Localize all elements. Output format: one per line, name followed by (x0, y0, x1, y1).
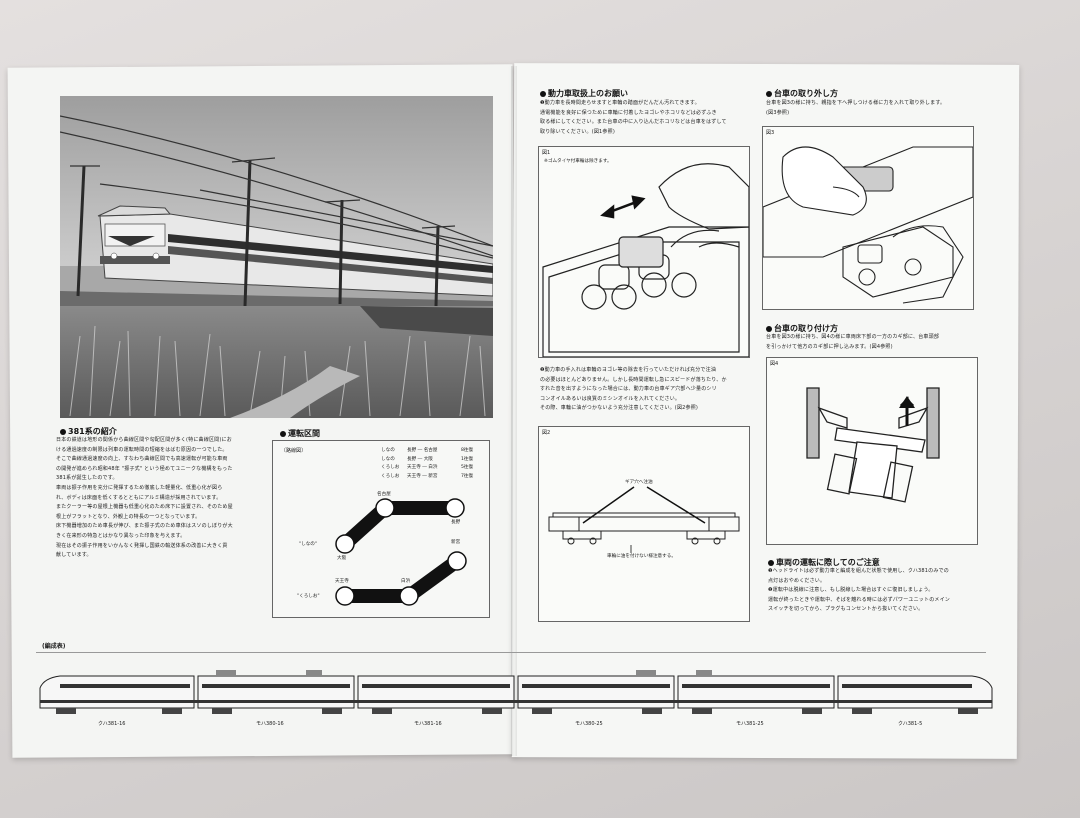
route-name: くろしお (381, 465, 400, 470)
text-line: 根上がフラットとなり、外観上の特長の一つとなっています。 (56, 513, 201, 520)
station-nagano: 長野 (451, 520, 461, 525)
station-nagoya: 名古屋 (377, 492, 391, 497)
text-line: きく在来形の特急とはかなり異なった印象を与えます。 (56, 532, 186, 539)
figure-1: 図1 ※ゴムタイヤ付車輪は除きます。 (538, 146, 750, 358)
route-row: しなの 長野 ― 大阪 1往復 (381, 456, 483, 465)
text-line: 取る様にしてください。また台車の中に入り込んだホコリなどは台車をはずして (540, 119, 727, 126)
route-count: 8往復 (461, 448, 474, 453)
car-name-4: モハ380-25 (575, 721, 603, 727)
route-row: しなの 長野 ― 名古屋 8往復 (381, 447, 483, 456)
figure-1-note: ※ゴムタイヤ付車輪は除きます。 (544, 159, 612, 164)
text-line: の開発が進められ昭和48年 "振子式" という極めてユニークな機構をもった (56, 465, 233, 472)
text-line: 床下機器増加のため車長が伸び、また振子式のため車体はスソのしぼりが大 (56, 523, 233, 530)
figure-3-number: 図3 (766, 130, 775, 136)
station-osaka: 大阪 (337, 556, 347, 561)
figure-2-wheel-label: 車輪に油を付けない様注意する。 (607, 554, 676, 559)
figure-2-number: 図2 (542, 430, 551, 436)
station-shirahama: 白浜 (401, 579, 411, 584)
route-count: 1往復 (461, 456, 474, 462)
car-name-5: モハ381-25 (736, 721, 764, 727)
route-map-caption: 〔路線図〕 (281, 448, 307, 454)
text-line: ❷動力車の手入れは車輪のヨゴレ等の除去を行っていただければ充分で注油 (540, 367, 717, 373)
maintenance-heading: 動力車取扱上のお願い (540, 88, 628, 99)
text-line: すれた音を出すようになった場合には、動力車の台車ギア穴部へ少量のシリ (540, 386, 717, 393)
text-line: (図3参照) (766, 109, 790, 116)
figure-4: 図4 (766, 357, 978, 545)
page-fold (511, 66, 517, 756)
text-line: 車両は振子作用を充分に発揮するため徹底した軽量化、低重心化が図ら (56, 484, 223, 491)
text-line: 日本の鉄道は地形の関係から曲線区間や勾配区間が多く(特に曲線区間)にお (56, 437, 232, 443)
attach-heading: 台車の取り付け方 (766, 323, 838, 334)
text-line: 運転が終ったときや運転中、そばを離れる時には必ずパワーユニットのメイン (768, 596, 951, 603)
route-row: くろしお 天王寺 ― 白浜 5往復 (381, 464, 483, 473)
intro-text: 日本の鉄道は地形の関係から曲線区間や勾配区間が多く(特に曲線区間)における通過速… (56, 436, 266, 561)
attach-text: 台車を図3の様に持ち、図4の様に車両床下部の一方のカギ部に、台車頭部を引っかけて… (766, 333, 980, 352)
figure-3: 図3 (762, 126, 974, 310)
text-line: 台車を図3の様に持ち、親指を下へ押しつける様に力を入れて取り外します。 (766, 100, 946, 106)
figure-2-gear-label: ギア穴へ注油 (625, 480, 653, 485)
text-line: 現在はその振子作用をいかんなく発揮し国鉄の輸送体系の改善に大きく貢 (56, 542, 228, 549)
consist-drawing (36, 668, 996, 720)
route-name: しなの (381, 456, 395, 462)
figure-1-number: 図1 (542, 150, 551, 156)
route-route: 長野 ― 大阪 (407, 456, 433, 462)
car-name-2: モハ380-16 (256, 721, 284, 727)
route-count: 5往復 (461, 465, 474, 470)
route-route: 天王寺 ― 新宮 (407, 473, 438, 479)
route-name: しなの (381, 448, 395, 453)
text-line: そこで曲線通過速度の向上、すなわち曲線区間でも高速運転が可能な車両 (56, 456, 228, 463)
removal-heading: 台車の取り外し方 (766, 88, 838, 99)
maintenance-text: ❶動力車を長時間走らせますと車輪の踏面がだんだん汚れてきます。通電機能を良好に保… (540, 99, 758, 137)
caution-text: ❶ヘッドライトは必ず動力車と編成を組んだ状態で使用し、クハ381のみでの点灯はお… (768, 567, 984, 615)
route-name: くろしお (381, 473, 400, 479)
caution-heading: 車両の運転に際してのご注意 (768, 557, 880, 568)
route-heading: 運転区間 (280, 428, 320, 439)
text-line: その際、車輪に油がつかないよう充分注意してください。(図2参照) (540, 405, 699, 412)
text-line: 381系が誕生したのです。 (56, 475, 118, 482)
car-name-3: モハ381-16 (414, 721, 442, 727)
text-line: の必要はほとんどありません。しかし長時間運転し急にスピードが落ちたり、か (540, 376, 727, 383)
text-line: またクーラー等の屋根上機器も低重心化のため床下に設置され、そのため屋 (56, 504, 233, 511)
route-route: 天王寺 ― 白浜 (407, 465, 438, 470)
removal-text: 台車を図3の様に持ち、親指を下へ押しつける様に力を入れて取り外します。 (図3参照… (766, 99, 976, 118)
text-line: ける通過速度の制限は列車の運転時間の短縮をはばむ原因の一つでした。 (56, 446, 228, 453)
train-kuroshio: "くろしお" (297, 594, 320, 599)
text-line: 台車を図3の様に持ち、図4の様に車両床下部の一方のカギ部に、台車頭部 (766, 334, 940, 340)
car-name-1: クハ381-16 (98, 721, 126, 727)
consist-divider (36, 652, 986, 653)
figure-4-number: 図4 (770, 361, 779, 367)
station-shingu: 新宮 (451, 540, 461, 545)
text-line: れ、ボディは床面を低くするとともにアルミ構造が採用されています。 (56, 494, 222, 501)
text-line: 点灯はおやめください。 (768, 577, 826, 584)
text-line: コンオイルあるいは良質のミシンオイルを入れてください。 (540, 395, 681, 402)
train-photo (60, 96, 493, 418)
text-line: 通電機能を良好に保つために車輪に付着したヨゴレやホコリなどは必ずふき (540, 109, 717, 116)
text-line: ❶ヘッドライトは必ず動力車と編成を組んだ状態で使用し、クハ381のみでの (768, 568, 949, 574)
train-shinano: "しなの" (299, 542, 318, 547)
route-route: 長野 ― 名古屋 (407, 448, 438, 453)
intro-heading: 381系の紹介 (60, 426, 117, 437)
route-row: くろしお 天王寺 ― 新宮 7往復 (381, 473, 483, 482)
figure-2: 図2 ギア穴へ注油 車輪に油を付けない様注意する。 (538, 426, 750, 622)
route-count: 7往復 (461, 473, 474, 479)
text-line: ❷運転中は脱線に注意し、もし脱線した場合はすぐに復旧しましょう。 (768, 587, 934, 594)
text-line: 取り除いてください。(図1参照) (540, 128, 615, 135)
text-line: を引っかけて他方のカギ部に押し込みます。(図4参照) (766, 343, 893, 350)
consist-title: (編成表) (42, 643, 66, 650)
text-line: ❶動力車を長時間走らせますと車輪の踏面がだんだん汚れてきます。 (540, 100, 700, 106)
car-name-6: クハ381-5 (898, 721, 923, 727)
oil-text: ❷動力車の手入れは車輪のヨゴレ等の除去を行っていただければ充分で注油の必要はほと… (540, 366, 756, 414)
text-line: 献しています。 (56, 552, 92, 559)
text-line: スイッチを切ってから、プラグもコンセントから抜いてください。 (768, 606, 924, 613)
station-tennoji: 天王寺 (335, 579, 349, 584)
